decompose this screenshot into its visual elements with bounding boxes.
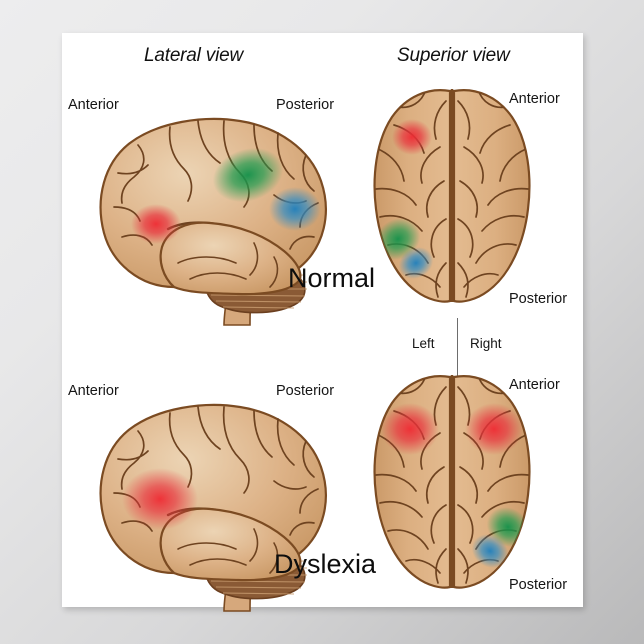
dyslexia-lateral-posterior-label: Posterior bbox=[276, 383, 335, 399]
dyslexia-superior-anterior-label: Anterior bbox=[509, 377, 560, 393]
activation-green-normal-superior bbox=[375, 218, 421, 260]
left-hemisphere-label: Left bbox=[412, 336, 435, 351]
brain-dyslexia-lateral bbox=[78, 397, 343, 612]
dyslexia-superior-posterior-label: Posterior bbox=[509, 577, 568, 593]
dyslexia-condition-label: Dyslexia bbox=[274, 549, 377, 579]
activation-blue-normal-lateral bbox=[269, 187, 321, 231]
activation-red-right-dyslexia-superior bbox=[465, 403, 523, 455]
activation-green-normal-lateral bbox=[212, 147, 284, 203]
superior-view-title: Superior view bbox=[397, 45, 510, 66]
activation-red-dyslexia-lateral bbox=[122, 468, 198, 530]
temporal-lobe-normal-lateral bbox=[159, 221, 302, 296]
dyslexia-lateral-anterior-label: Anterior bbox=[68, 383, 119, 399]
normal-lateral-anterior-label: Anterior bbox=[68, 97, 119, 113]
activation-red-normal-superior bbox=[392, 119, 432, 155]
temporal-lobe-dyslexia-lateral bbox=[159, 507, 302, 582]
hemisphere-divider bbox=[457, 318, 458, 376]
brain-normal-lateral bbox=[78, 111, 343, 326]
normal-condition-label: Normal bbox=[288, 263, 376, 293]
activation-red-normal-lateral bbox=[131, 204, 181, 244]
normal-superior-anterior-label: Anterior bbox=[509, 91, 560, 107]
normal-superior-posterior-label: Posterior bbox=[509, 291, 568, 307]
brain-normal-superior bbox=[370, 85, 534, 310]
right-hemisphere-label: Right bbox=[470, 336, 502, 351]
lateral-view-title: Lateral view bbox=[144, 45, 243, 66]
activation-red-left-dyslexia-superior bbox=[381, 403, 439, 455]
poster-sheet: Lateral view Superior view Anterior Post… bbox=[62, 33, 583, 612]
normal-lateral-posterior-label: Posterior bbox=[276, 97, 335, 113]
activation-blue-right-dyslexia-superior bbox=[471, 534, 509, 568]
activation-blue-normal-superior bbox=[398, 247, 434, 279]
right-hemisphere-normal-superior bbox=[452, 89, 531, 303]
brain-dyslexia-superior bbox=[370, 371, 534, 596]
